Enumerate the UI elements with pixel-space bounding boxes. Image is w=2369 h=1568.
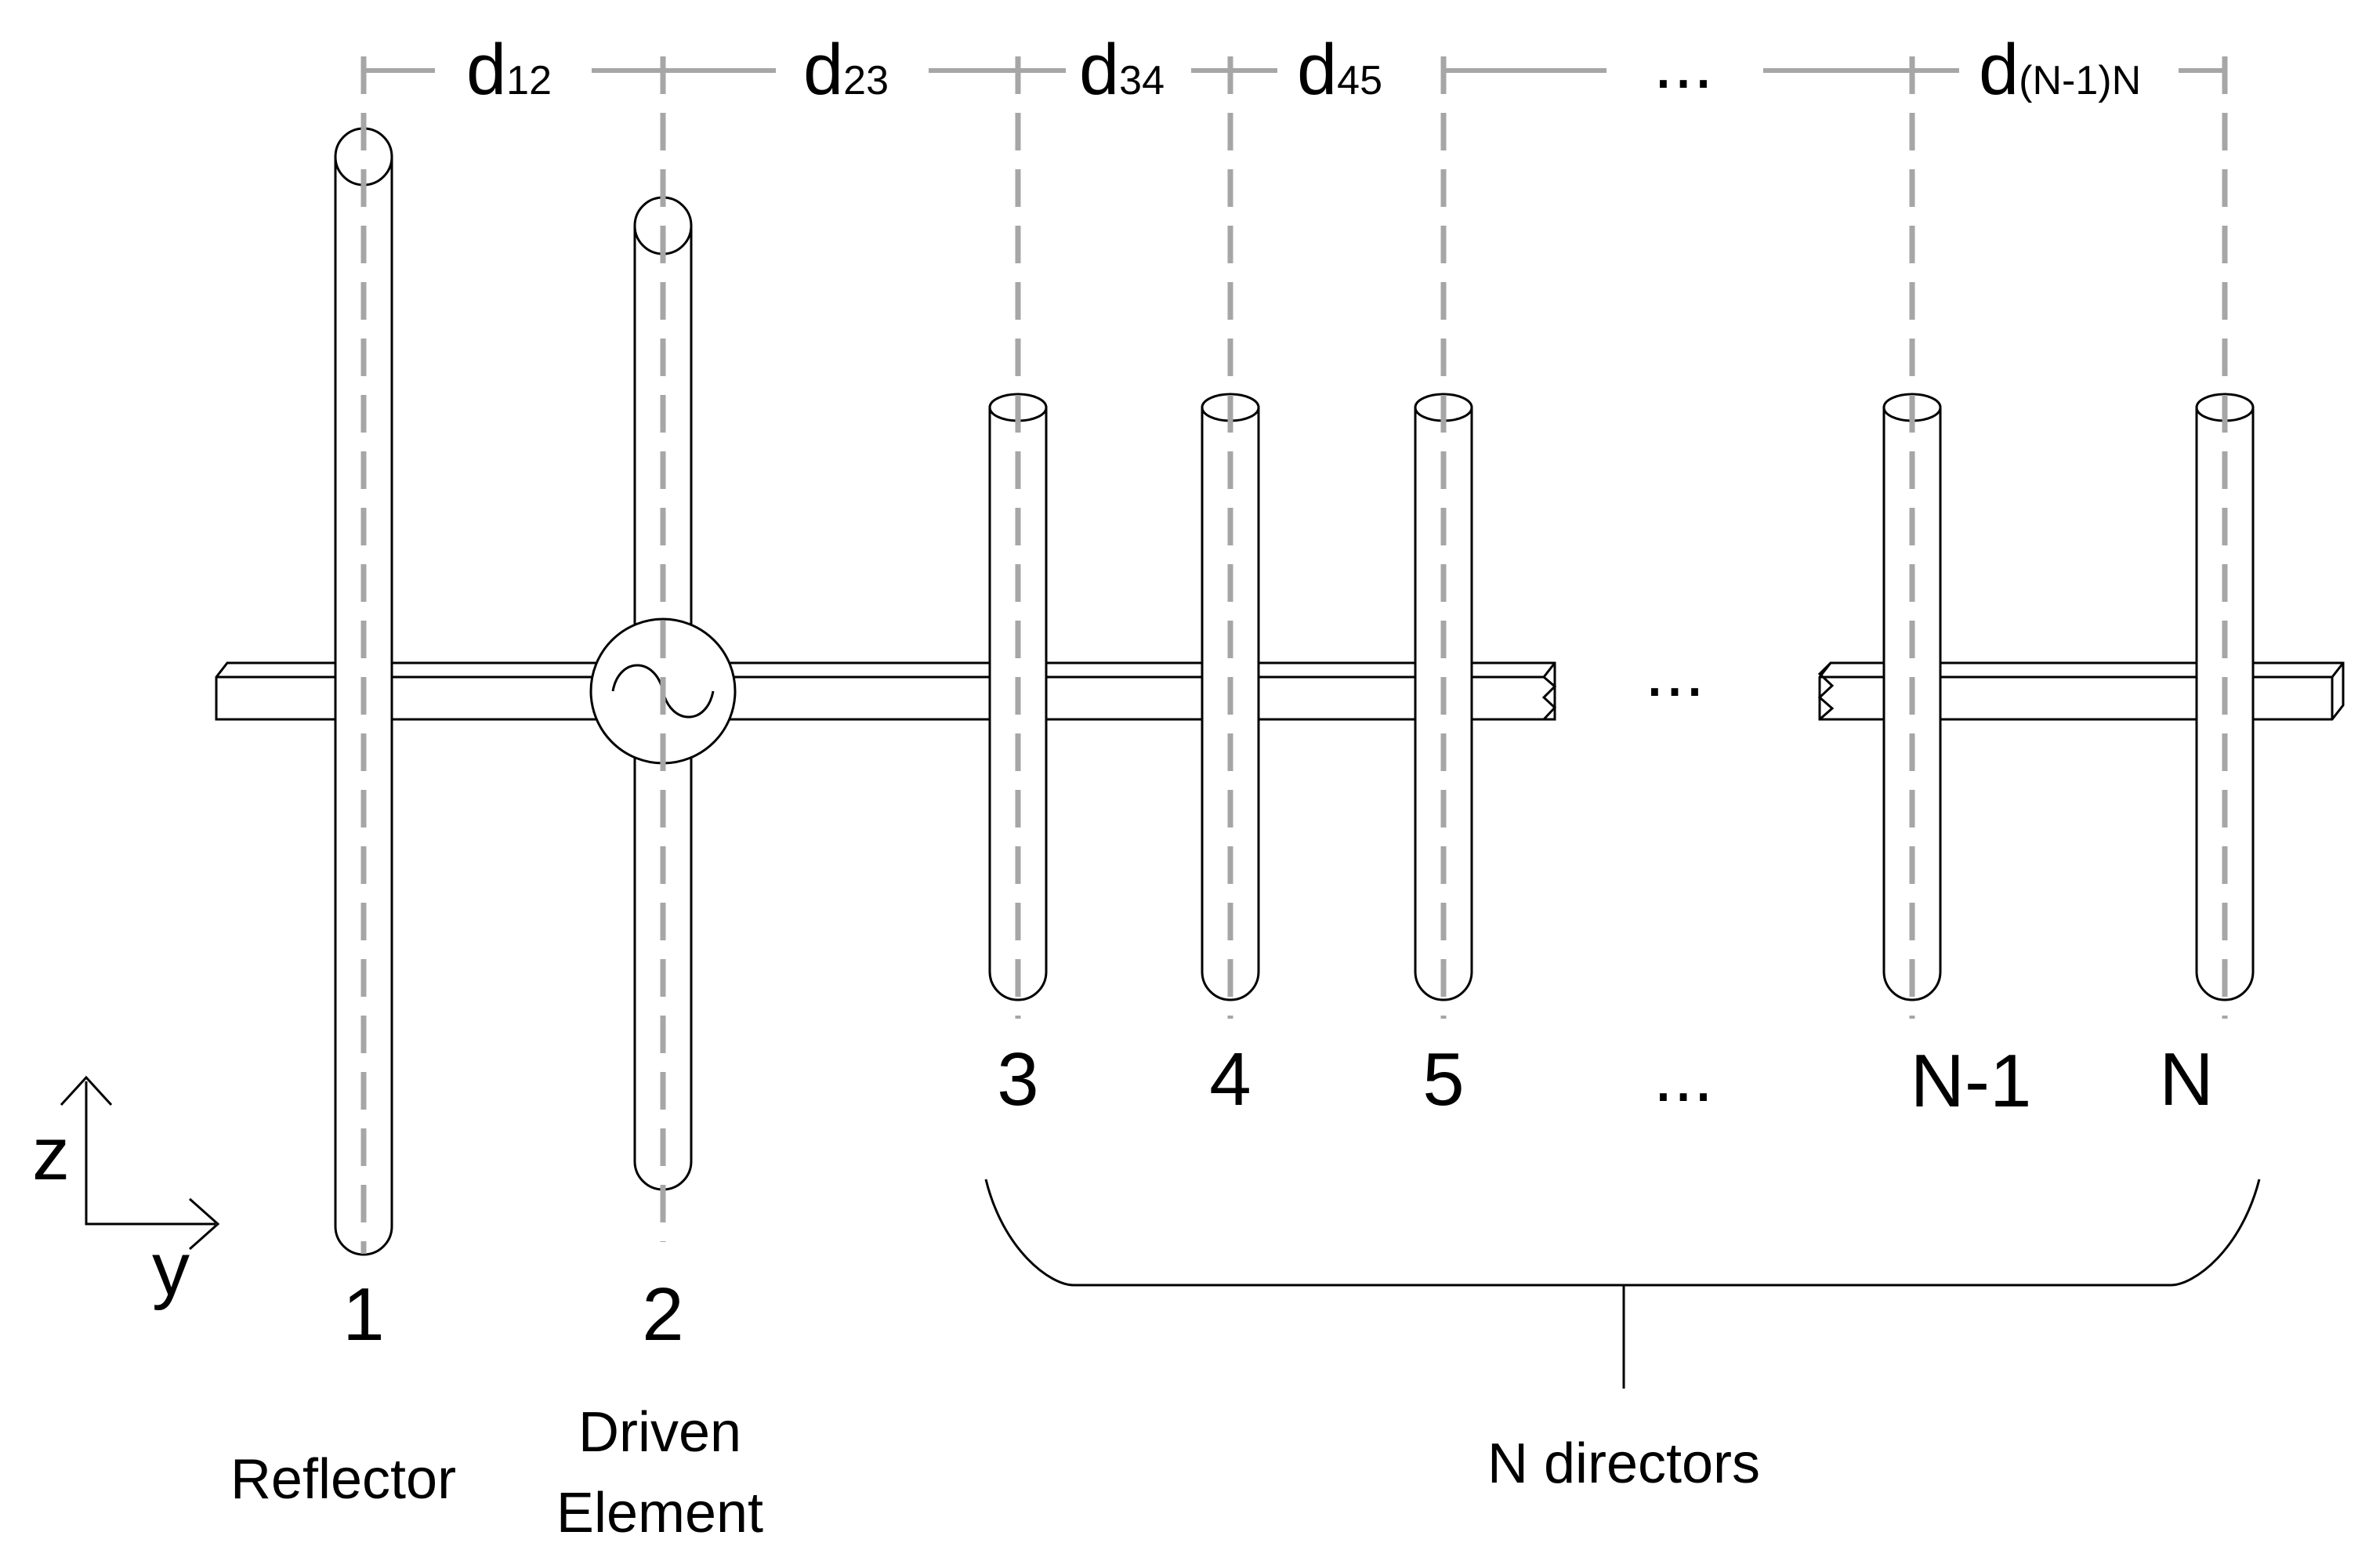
directors-brace xyxy=(984,1179,2261,1389)
spacing-label-d34: d34 xyxy=(1079,30,1165,110)
reflector-caption: Reflector xyxy=(230,1448,456,1511)
axis-indicator xyxy=(60,1075,220,1251)
element-number-n: N xyxy=(2159,1037,2213,1121)
element-number-n-minus-1: N-1 xyxy=(1911,1039,2032,1123)
spacing-label-d45: d45 xyxy=(1297,30,1382,110)
center-guides xyxy=(360,56,2228,1254)
element-number-ellipsis: ... xyxy=(1654,1037,1714,1117)
directors-caption: N directors xyxy=(1487,1432,1760,1495)
axis-label-z: z xyxy=(32,1112,70,1196)
boom-ellipsis: ... xyxy=(1645,632,1705,712)
axis-label-y: y xyxy=(152,1227,190,1311)
spacing-ellipsis: ... xyxy=(1654,24,1714,103)
spacing-label-d23: d23 xyxy=(803,30,889,110)
spacing-label-d-n-minus-1-n: d(N-1)N xyxy=(1979,30,2141,110)
element-number-5: 5 xyxy=(1422,1037,1464,1121)
element-number-4: 4 xyxy=(1209,1037,1251,1121)
spacing-label-d12: d12 xyxy=(466,30,552,110)
driven-element-caption-line1: Driven xyxy=(578,1401,741,1464)
element-number-3: 3 xyxy=(997,1037,1038,1121)
boom-left xyxy=(215,661,1557,721)
element-number-2: 2 xyxy=(642,1273,683,1356)
driven-element-caption-line2: Element xyxy=(556,1482,763,1544)
element-number-1: 1 xyxy=(342,1273,384,1356)
